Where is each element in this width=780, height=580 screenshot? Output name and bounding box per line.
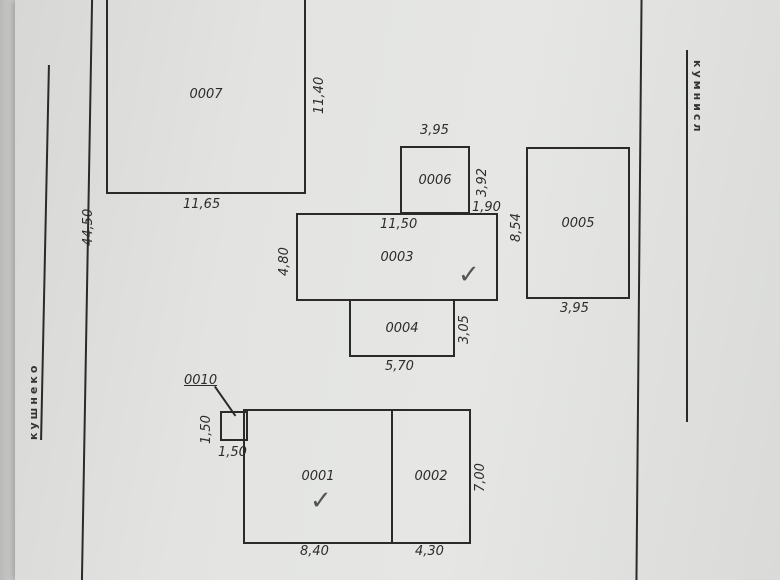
building-id: 0002: [414, 469, 448, 484]
page-edge-shadow: [0, 0, 15, 580]
building-id: 0004: [385, 320, 419, 336]
street-line-right: [686, 50, 688, 422]
checkmark-0003: ✓: [458, 260, 480, 290]
building-id: 0001: [301, 469, 335, 484]
building-0010-height: 1,50: [199, 415, 214, 444]
building-0005-width: 3,95: [560, 301, 589, 316]
building-0010[interactable]: [220, 411, 248, 441]
building-0005-height: 8,54: [509, 213, 524, 242]
building-id: 0005: [561, 215, 595, 231]
building-0003-width: 11,50: [380, 217, 418, 232]
building-0010-id: 0010: [184, 373, 218, 388]
checkmark-0001: ✓: [310, 486, 332, 516]
street-name-left: кушнеко: [27, 362, 40, 440]
building-0005[interactable]: 0005: [526, 147, 630, 299]
building-0003-height: 4,80: [277, 247, 292, 276]
building-0004-height: 3,05: [457, 315, 472, 344]
building-0001-height: 7,00: [473, 463, 488, 492]
building-0004[interactable]: 0004: [349, 299, 455, 357]
building-0002-width: 4,30: [415, 544, 444, 559]
document-page: [15, 0, 780, 580]
building-0004-width: 5,70: [385, 359, 414, 374]
building-0007-height: 11,40: [312, 76, 327, 114]
building-0006-height: 3,92: [475, 168, 490, 197]
building-0010-width: 1,50: [218, 445, 247, 460]
street-name-right: кумнисл: [691, 60, 704, 135]
building-0001[interactable]: 0001: [243, 409, 393, 544]
building-0001-width: 8,40: [300, 544, 329, 559]
building-id: 0006: [418, 172, 452, 188]
building-0006-width: 3,95: [420, 123, 449, 138]
parcel-depth-label: 44,50: [81, 208, 96, 246]
building-0007[interactable]: 0007: [106, 0, 306, 194]
building-0003-side: 1,90: [472, 200, 501, 215]
building-id: 0003: [380, 249, 414, 265]
building-0006[interactable]: 0006: [400, 146, 470, 214]
building-id: 0007: [189, 86, 223, 102]
building-0002[interactable]: 0002: [391, 409, 471, 544]
building-0007-width: 11,65: [183, 197, 221, 212]
